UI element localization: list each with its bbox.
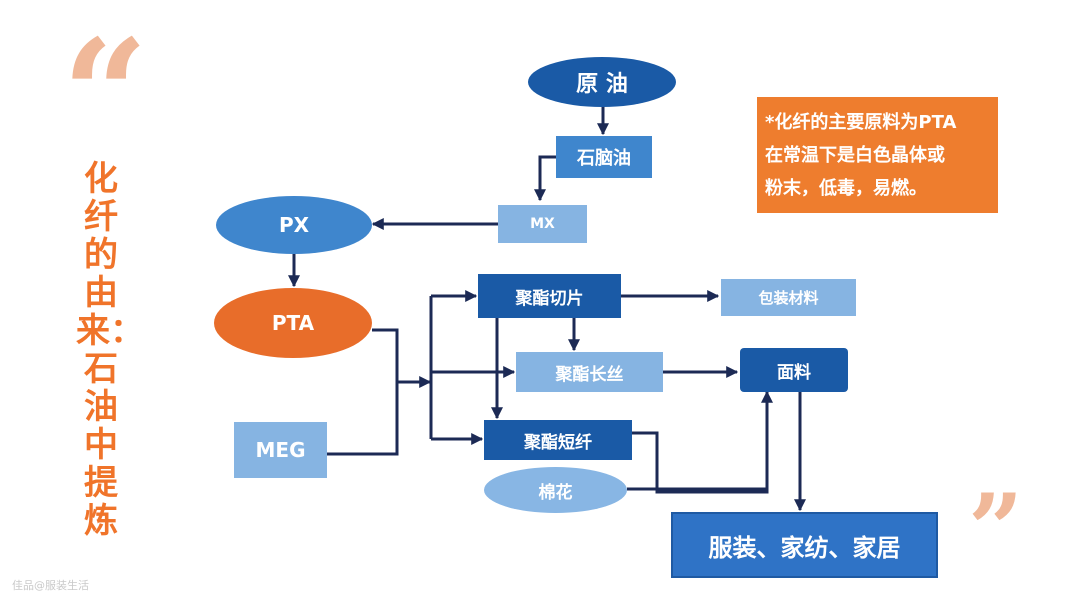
node-crude-oil: 原 油	[528, 57, 676, 107]
line-meg-merge	[327, 382, 399, 456]
line-pta-merge	[372, 328, 399, 382]
vertical-title: 化纤的由来：石油中提炼	[76, 159, 144, 541]
node-apparel: 服装、家纺、家居	[671, 512, 938, 578]
node-mx: MX	[498, 205, 587, 243]
note-line-3: 粉末，低毒，易燃。	[765, 178, 927, 199]
arrow-staple-fabric	[632, 390, 773, 494]
node-fabric: 面料	[740, 348, 848, 392]
watermark: 佳品@服装生活	[12, 579, 89, 592]
node-polyester-chip: 聚酯切片	[478, 274, 621, 318]
node-pta: PTA	[214, 288, 372, 358]
note-line-2: 在常温下是白色晶体或	[765, 145, 945, 166]
node-polyester-filament: 聚酯长丝	[516, 352, 663, 392]
info-note: *化纤的主要原料为PTA 在常温下是白色晶体或 粉末，低毒，易燃。	[757, 97, 998, 213]
node-px: PX	[216, 196, 372, 254]
note-line-1: *化纤的主要原料为PTA	[765, 112, 957, 133]
arrow-naphtha-mx	[534, 155, 556, 202]
node-naphtha: 石脑油	[556, 136, 652, 178]
node-polyester-staple: 聚酯短纤	[484, 420, 632, 460]
node-meg: MEG	[234, 422, 327, 478]
node-packaging: 包装材料	[721, 279, 856, 316]
node-cotton: 棉花	[484, 467, 627, 513]
